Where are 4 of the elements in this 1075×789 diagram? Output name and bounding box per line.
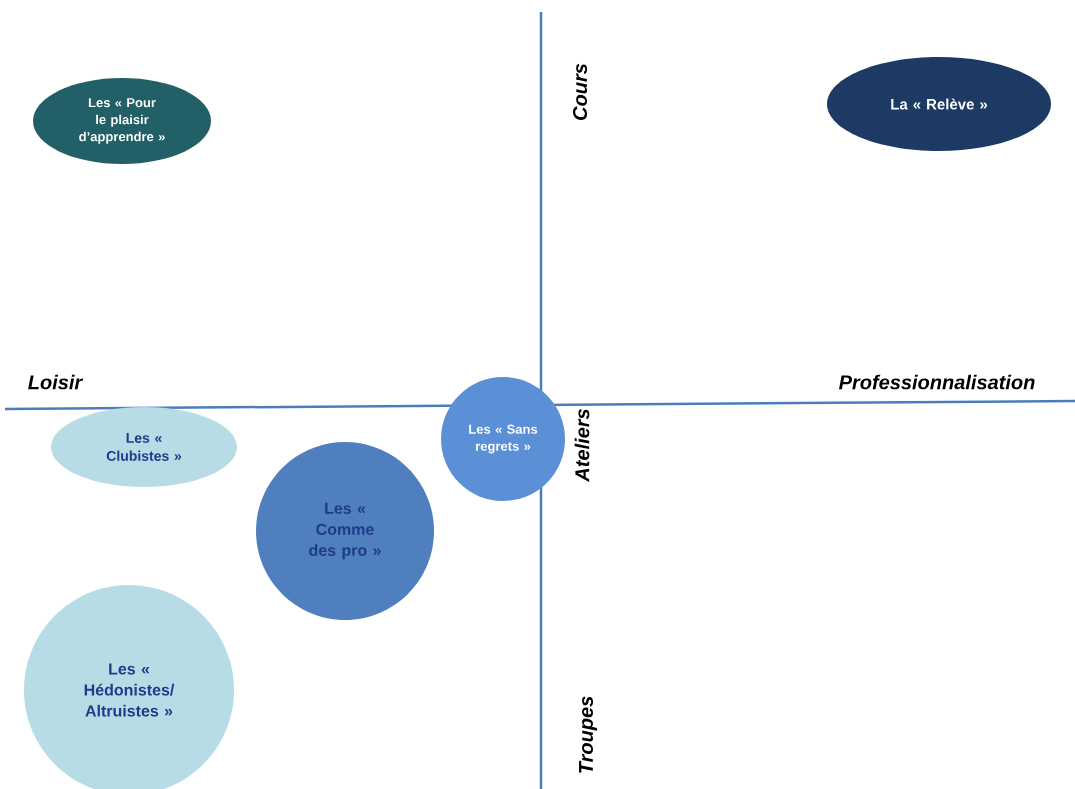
axis-label: Loisir bbox=[28, 374, 84, 390]
axis-label: Cours bbox=[572, 63, 588, 120]
axis-label: Professionnalisation bbox=[839, 374, 1035, 390]
axis-label: Troupes bbox=[579, 696, 597, 773]
